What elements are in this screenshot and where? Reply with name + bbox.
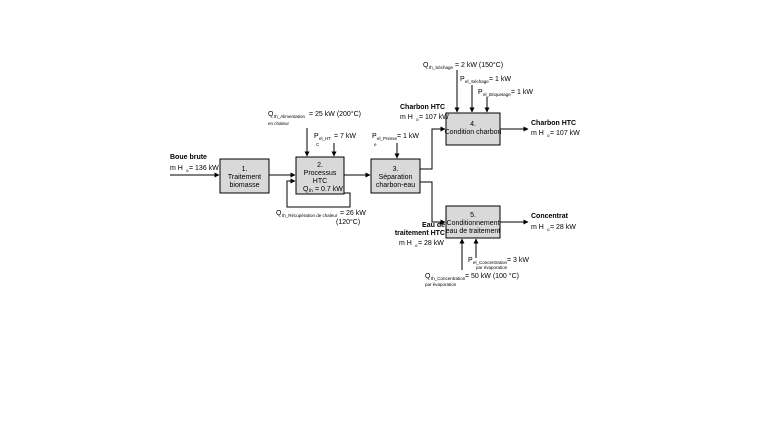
p-sechage-value: = 1 kW bbox=[489, 76, 511, 83]
label-p-htc: P el_HT C = 7 kW bbox=[314, 133, 356, 147]
label-q-concentration: Q th_Concentration par évaporation = 50 … bbox=[425, 272, 519, 287]
q-conc-sub2: par évaporation bbox=[425, 282, 457, 287]
concentrat-value: = 28 kW bbox=[550, 224, 576, 231]
label-q-sechage: Q th_Séchage = 2 kW (150°C) bbox=[423, 61, 503, 70]
eau-value: = 28 kW bbox=[418, 240, 444, 247]
p-conc-symbol: P bbox=[468, 257, 473, 264]
box3-number: 3. bbox=[393, 166, 399, 173]
label-p-briquetage: P el_Briquetage = 1 kW bbox=[478, 89, 533, 97]
label-boue-brute: Boue brute m H o = 136 kW bbox=[170, 154, 219, 173]
boue-brute-m: m H bbox=[170, 165, 183, 172]
charbon-out-m-sub: o bbox=[547, 133, 550, 138]
box2-q-symbol: Q bbox=[303, 186, 309, 193]
p-conc-value: = 3 kW bbox=[507, 257, 529, 264]
q-sechage-symbol: Q bbox=[423, 62, 429, 69]
label-p-concentration: P el_Concentration par évaporation = 3 k… bbox=[468, 257, 529, 270]
label-q-alimentation: Q th_Alimentation en chaleur = 25 kW (20… bbox=[268, 110, 361, 126]
box-separation-charbon-eau: 3. Séparation charbon-eau bbox=[370, 158, 421, 194]
charbon-in-m-sub: o bbox=[416, 117, 419, 122]
box1-number: 1. bbox=[242, 166, 248, 173]
p-briquetage-value: = 1 kW bbox=[511, 89, 533, 96]
box2-q-subscript: th bbox=[309, 188, 313, 193]
box4-line1: Condition charbon bbox=[445, 129, 502, 136]
label-eau-traitement: Eau de traitement HTC m H o = 28 kW bbox=[395, 222, 445, 248]
p-conc-sub1: el_Concentration bbox=[473, 260, 508, 265]
p-presse-value: = 1 kW bbox=[397, 133, 419, 140]
p-sechage-sub1: el_Séchage bbox=[465, 79, 489, 84]
eau-m: m H bbox=[399, 240, 412, 247]
boue-brute-value: = 136 kW bbox=[189, 165, 219, 172]
box2-line2: HTC bbox=[313, 178, 327, 185]
p-htc-sub2: C bbox=[316, 142, 320, 147]
charbon-out-title: Charbon HTC bbox=[531, 120, 576, 127]
box5-line1: Conditionnement bbox=[447, 220, 500, 227]
arrow-heat-recovery-loop bbox=[286, 178, 351, 208]
concentrat-m-sub: o bbox=[547, 227, 550, 232]
label-charbon-htc-in: Charbon HTC m H o = 107 kW bbox=[400, 104, 449, 122]
box-traitement-biomasse: 1. Traitement biomasse bbox=[219, 158, 270, 194]
label-charbon-htc-out: Charbon HTC m H o = 107 kW bbox=[531, 120, 580, 138]
box3-line2: charbon-eau bbox=[376, 182, 415, 189]
box1-line2: biomasse bbox=[230, 182, 260, 189]
eau-m-sub: o bbox=[415, 243, 418, 248]
q-recup-value: = 26 kW bbox=[340, 210, 366, 217]
box5-number: 5. bbox=[470, 212, 476, 219]
box1-line1: Traitement bbox=[228, 174, 261, 181]
box-conditionnement-eau: 5. Conditionnement eau de traitement bbox=[445, 205, 501, 239]
concentrat-title: Concentrat bbox=[531, 213, 569, 220]
label-concentrat: Concentrat m H o = 28 kW bbox=[531, 213, 576, 232]
q-conc-sub1: th_Concentration bbox=[431, 276, 466, 281]
q-recup-sub1: th_Récupération de chaleur bbox=[282, 213, 338, 218]
label-p-sechage: P el_Séchage = 1 kW bbox=[460, 76, 511, 84]
box-condition-charbon: 4. Condition charbon bbox=[445, 112, 502, 146]
p-briquetage-symbol: P bbox=[478, 89, 483, 96]
box3-line1: Séparation bbox=[379, 174, 413, 181]
charbon-out-m: m H bbox=[531, 130, 544, 137]
charbon-in-value: = 107 kW bbox=[419, 114, 449, 121]
charbon-out-value: = 107 kW bbox=[550, 130, 580, 137]
p-htc-value: = 7 kW bbox=[334, 133, 356, 140]
q-sechage-sub1: th_Séchage bbox=[429, 65, 454, 70]
q-conc-symbol: Q bbox=[425, 273, 431, 280]
q-alim-value: = 25 kW (200°C) bbox=[309, 110, 361, 118]
label-p-presse: P el_Presse e = 1 kW bbox=[372, 133, 419, 147]
p-presse-sub1: el_Presse bbox=[377, 136, 398, 141]
charbon-in-m: m H bbox=[400, 114, 413, 121]
arrow-box3-to-box5 bbox=[420, 181, 446, 225]
box5-line2: eau de traitement bbox=[446, 228, 501, 235]
p-conc-sub2: par évaporation bbox=[476, 265, 508, 270]
box2-q-value: = 0.7 kW bbox=[315, 186, 343, 193]
q-alim-symbol: Q bbox=[268, 111, 274, 118]
p-briquetage-sub1: el_Briquetage bbox=[483, 92, 511, 97]
q-sechage-value: = 2 kW (150°C) bbox=[455, 61, 503, 69]
box-processus-htc: 2. Processus HTC Q th = 0.7 kW bbox=[295, 156, 345, 195]
p-presse-sub2: e bbox=[374, 142, 377, 147]
concentrat-m: m H bbox=[531, 224, 544, 231]
p-sechage-symbol: P bbox=[460, 76, 465, 83]
eau-title-line1: Eau de bbox=[422, 222, 445, 229]
boue-brute-m-sub: o bbox=[186, 168, 189, 173]
q-alim-sub1: th_Alimentation bbox=[274, 114, 306, 119]
charbon-in-title: Charbon HTC bbox=[400, 104, 445, 111]
q-recup-value2: (120°C) bbox=[336, 218, 360, 226]
q-conc-value: = 50 kW (100 °C) bbox=[465, 272, 519, 280]
p-htc-symbol: P bbox=[314, 133, 319, 140]
q-recup-symbol: Q bbox=[276, 210, 282, 217]
p-presse-symbol: P bbox=[372, 133, 377, 140]
p-htc-sub1: el_HT bbox=[319, 136, 331, 141]
label-q-recuperation: Q th_Récupération de chaleur = 26 kW (12… bbox=[276, 210, 366, 226]
arrow-box3-to-box4 bbox=[420, 126, 446, 170]
box4-number: 4. bbox=[470, 121, 476, 128]
q-alim-sub2: en chaleur bbox=[268, 121, 290, 126]
boue-brute-title: Boue brute bbox=[170, 154, 207, 161]
eau-title-line2: traitement HTC bbox=[395, 230, 445, 237]
box2-number: 2. bbox=[317, 162, 323, 169]
box2-line1: Processus bbox=[304, 170, 337, 177]
